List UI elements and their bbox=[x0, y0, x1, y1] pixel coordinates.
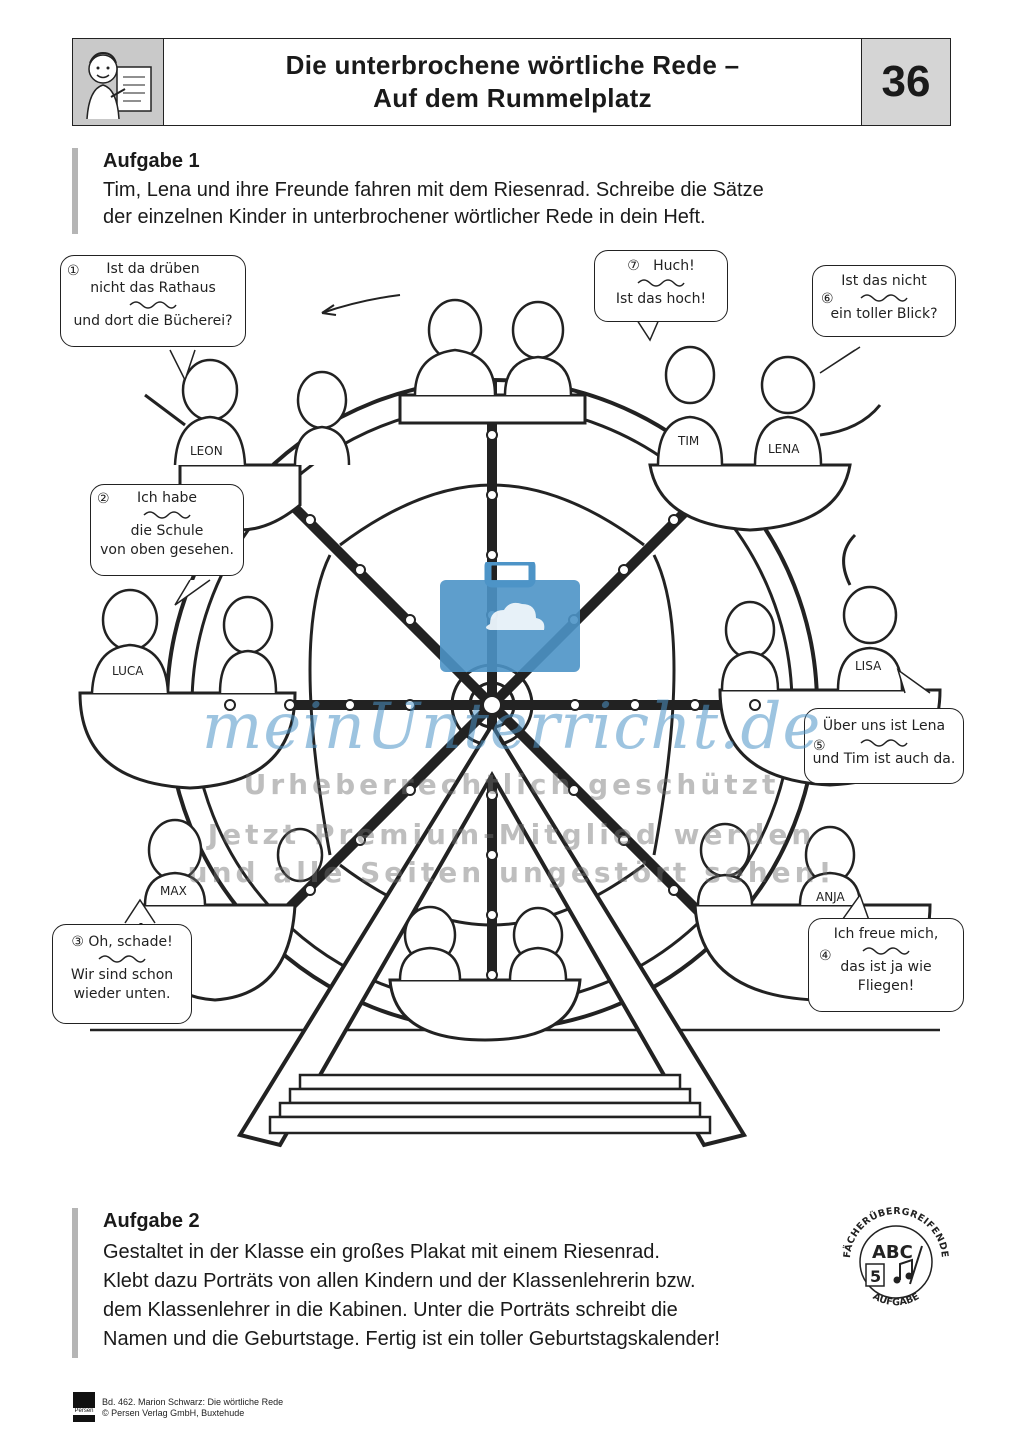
bubble-6-number: ⑥ bbox=[821, 291, 834, 307]
header-icon-cell bbox=[73, 39, 164, 125]
name-max: MAX bbox=[160, 884, 187, 898]
name-lisa: LISA bbox=[855, 659, 882, 673]
music-note-icon bbox=[899, 1258, 913, 1280]
task1-bar bbox=[72, 148, 78, 234]
watermark-line-2: Jetzt Premium-Mitglied werden bbox=[207, 818, 816, 851]
title-line-2: Auf dem Rummelplatz bbox=[373, 83, 652, 113]
gondola-tim-lena bbox=[648, 463, 852, 532]
bubble-1-line-1: Ist da drüben bbox=[106, 261, 200, 277]
bubble-7-line-2: Ist das hoch! bbox=[615, 291, 707, 307]
wave-mark-icon bbox=[860, 739, 908, 747]
bubble-1-line-3: und dort die Bücherei? bbox=[73, 313, 233, 329]
bubble-6-line-1: Ist das nicht bbox=[841, 273, 927, 289]
speech-bubble-4: ④ Ich freue mich, das ist ja wie Fliegen… bbox=[808, 918, 964, 1012]
page-header: Die unterbrochene wörtliche Rede – Auf d… bbox=[72, 38, 951, 126]
svg-text:AUFGABE: AUFGABE bbox=[871, 1291, 921, 1308]
task1-text: Tim, Lena und ihre Freunde fahren mit de… bbox=[103, 177, 764, 231]
bubble-2-line-1: Ich habe bbox=[136, 490, 198, 506]
bubble-2-line-3: von oben gesehen. bbox=[100, 542, 234, 558]
task2-line-2: Klebt dazu Porträts von allen Kindern un… bbox=[103, 1270, 696, 1292]
name-luca: LUCA bbox=[112, 664, 144, 678]
task1-line-2: der einzelnen Kinder in unterbrochener w… bbox=[103, 206, 706, 228]
task2-text: Gestaltet in der Klasse ein großes Plaka… bbox=[103, 1238, 720, 1354]
cross-subject-badge: FÄCHERÜBERGREIFENDE AUFGABE ABC 5 bbox=[842, 1206, 950, 1308]
badge-bottom-text: AUFGABE bbox=[871, 1291, 921, 1308]
task1-line-1: Tim, Lena und ihre Freunde fahren mit de… bbox=[103, 179, 764, 201]
speech-bubble-1: ① Ist da drüben nicht das Rathaus und do… bbox=[60, 255, 246, 347]
bubble-5-number: ⑤ bbox=[813, 738, 826, 754]
brush-icon bbox=[909, 1245, 923, 1285]
task2-line-3: dem Klassenlehrer in die Kabinen. Unter … bbox=[103, 1299, 678, 1321]
wave-mark-icon bbox=[637, 279, 685, 287]
badge-abc: ABC bbox=[872, 1242, 913, 1263]
speech-bubble-5: ⑤ Über uns ist Lena und Tim ist auch da. bbox=[804, 708, 964, 784]
task2-heading: Aufgabe 2 bbox=[103, 1210, 200, 1232]
watermark-line-3: und alle Seiten ungestört sehen! bbox=[187, 856, 836, 889]
wave-mark-icon bbox=[143, 511, 191, 519]
badge-number: 5 bbox=[870, 1267, 881, 1286]
task2-line-1: Gestaltet in der Klasse ein großes Plaka… bbox=[103, 1241, 660, 1263]
bubble-2-number: ② bbox=[97, 491, 110, 507]
name-tim: TIM bbox=[677, 434, 699, 448]
bubble-1-line-2: nicht das Rathaus bbox=[90, 280, 216, 296]
wave-mark-icon bbox=[129, 301, 177, 309]
speech-bubble-3: ③ Oh, schade! Wir sind schon wieder unte… bbox=[52, 924, 192, 1024]
rotation-arrow bbox=[321, 294, 401, 314]
wave-mark-icon bbox=[98, 955, 146, 963]
name-anja: ANJA bbox=[816, 890, 846, 904]
wave-mark-icon bbox=[862, 947, 910, 955]
watermark-brand: meinUnterricht.de bbox=[201, 690, 822, 764]
wave-mark-icon bbox=[860, 294, 908, 302]
task2-line-4: Namen und die Geburtstage. Fertig ist ei… bbox=[103, 1328, 720, 1350]
bubble-7-line-1: Huch! bbox=[653, 258, 695, 274]
footer-credits: Bd. 462. Marion Schwarz: Die wörtliche R… bbox=[102, 1397, 283, 1419]
bubble-5-line-1: Über uns ist Lena bbox=[822, 718, 946, 734]
name-lena: LENA bbox=[768, 442, 800, 456]
gondola-bottom bbox=[388, 978, 582, 1042]
footer-line-2: © Persen Verlag GmbH, Buxtehude bbox=[102, 1408, 245, 1418]
bubble-6-line-2: ein toller Blick? bbox=[830, 306, 938, 322]
bubble-3-line-1: Oh, schade! bbox=[88, 934, 173, 950]
bubble-4-line-1: Ich freue mich, bbox=[833, 926, 939, 942]
task1-heading: Aufgabe 1 bbox=[103, 150, 200, 172]
gondola-luca bbox=[78, 691, 297, 790]
footer-line-1: Bd. 462. Marion Schwarz: Die wörtliche R… bbox=[102, 1397, 284, 1407]
bubble-1-number: ① bbox=[67, 263, 80, 279]
bubble-5-line-2: und Tim ist auch da. bbox=[812, 751, 956, 767]
worksheet-title: Die unterbrochene wörtliche Rede – Auf d… bbox=[163, 39, 862, 125]
title-line-1: Die unterbrochene wörtliche Rede – bbox=[285, 50, 740, 80]
bubble-4-line-2: das ist ja wie bbox=[840, 959, 932, 975]
speech-bubble-6: ⑥ Ist das nicht ein toller Blick? bbox=[812, 265, 956, 337]
gondola-top bbox=[398, 393, 587, 425]
briefcase-watermark-icon bbox=[440, 562, 580, 672]
bubble-4-number: ④ bbox=[819, 948, 832, 964]
bubble-2-line-2: die Schule bbox=[130, 523, 204, 539]
bubble-7-number: ⑦ bbox=[627, 258, 640, 274]
child-writing-icon bbox=[86, 51, 152, 120]
publisher-logo-text: Persen bbox=[73, 1408, 95, 1415]
bubble-3-line-3: wieder unten. bbox=[73, 986, 171, 1002]
watermark-line-1: Urheberrechtlich geschützt bbox=[243, 768, 780, 801]
task2-bar bbox=[72, 1208, 78, 1358]
name-leon: LEON bbox=[190, 444, 223, 458]
bubble-4-line-3: Fliegen! bbox=[857, 978, 915, 994]
speech-bubble-7: ⑦ Huch! Ist das hoch! bbox=[594, 250, 728, 322]
worksheet-number: 36 bbox=[861, 39, 950, 125]
speech-bubble-2: ② Ich habe die Schule von oben gesehen. bbox=[90, 484, 244, 576]
bubble-3-number: ③ bbox=[71, 934, 84, 950]
bubble-3-line-2: Wir sind schon bbox=[70, 967, 174, 983]
publisher-logo: Persen bbox=[73, 1392, 95, 1422]
